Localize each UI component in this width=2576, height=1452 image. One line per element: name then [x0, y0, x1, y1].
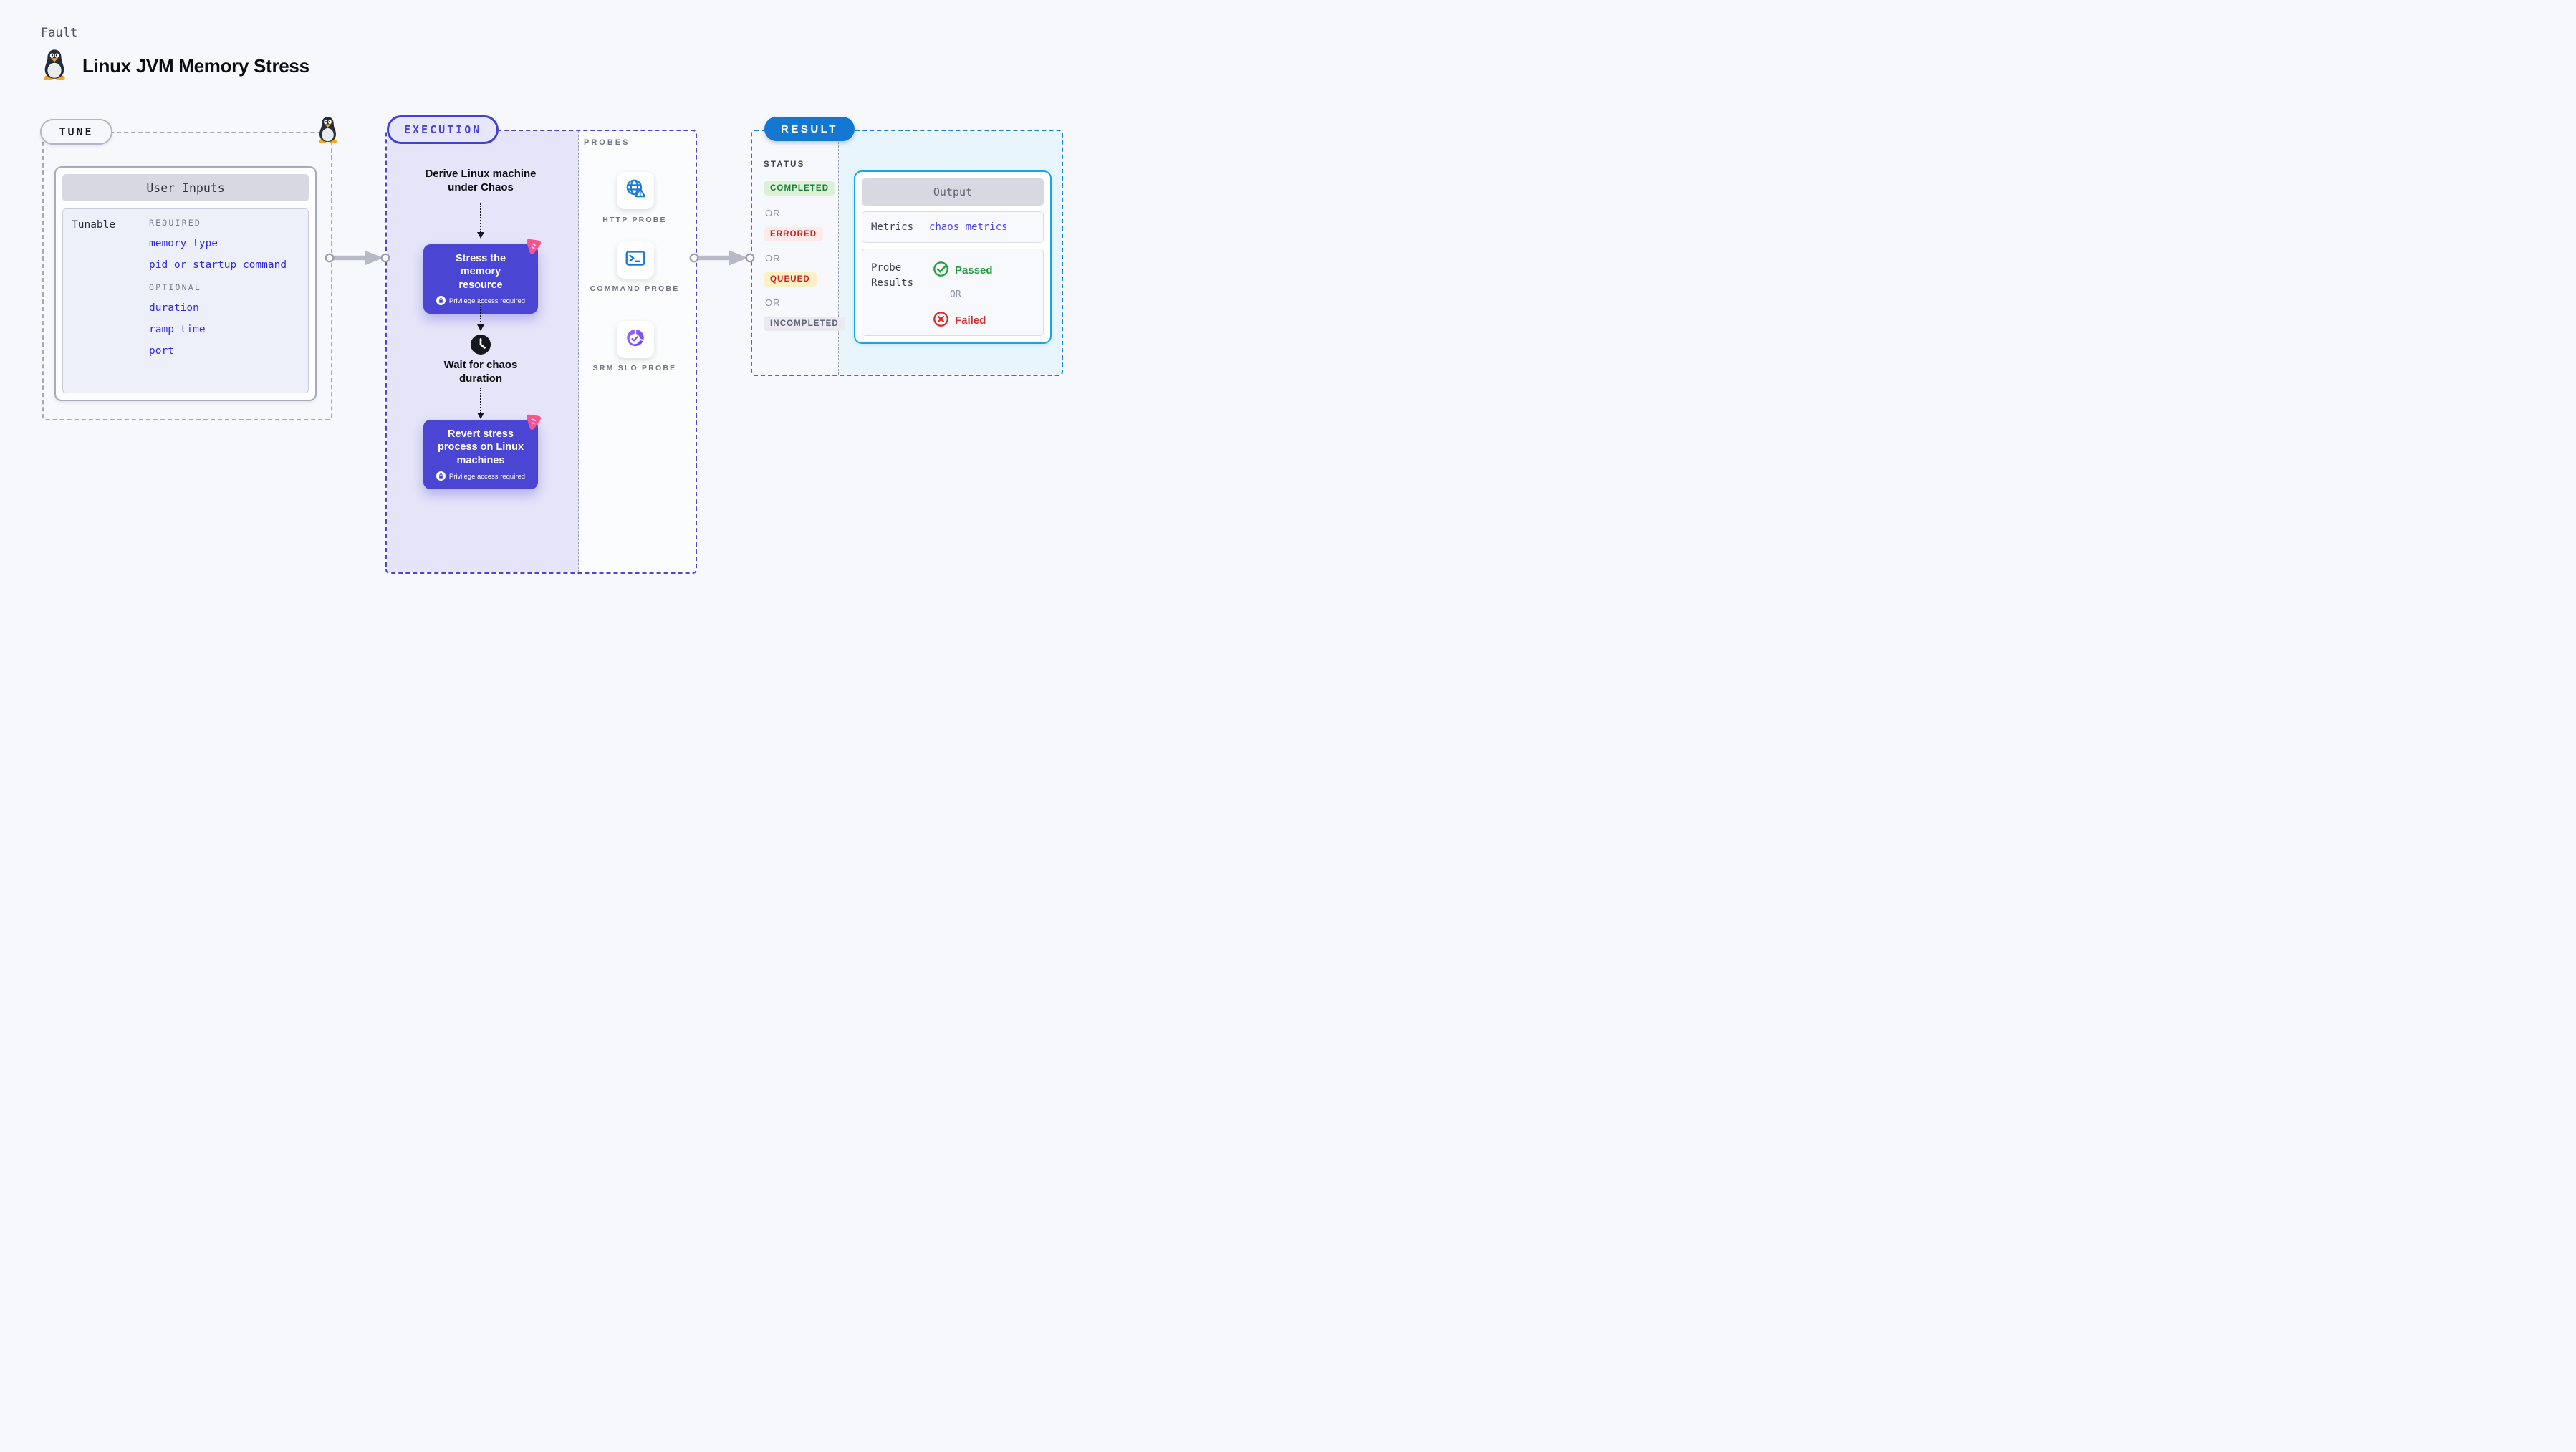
globe-alert-icon [624, 178, 647, 204]
lock-icon [436, 295, 446, 307]
tux-icon [41, 49, 68, 84]
fault-kicker: Fault [41, 26, 78, 40]
privilege-note: Privilege access required [431, 295, 531, 307]
tune-box [42, 132, 332, 420]
status-badge-incompleted: INCOMPLETED [764, 317, 845, 331]
revert-node: Revert stress process on Linux machines … [423, 420, 538, 489]
status-badge-errored: ERRORED [764, 227, 824, 241]
metrics-value: chaos metrics [929, 221, 1008, 233]
execution-to-result-arrow-icon [689, 249, 755, 271]
or-label: OR [765, 253, 781, 264]
or-label: OR [950, 289, 961, 300]
probe-label-command: COMMAND PROBE [590, 284, 680, 293]
probe-results-label: Probe Results [871, 262, 914, 289]
status-heading: STATUS [764, 160, 805, 169]
privilege-note: Privilege access required [431, 471, 531, 483]
passed-check-icon [933, 261, 949, 280]
stress-node-label: Stress the memory resource [455, 253, 506, 291]
user-inputs-card: User Inputs Tunable REQUIRED memory type… [54, 166, 317, 401]
failed-x-icon [933, 311, 949, 330]
title-row: Linux JVM Memory Stress [41, 49, 309, 84]
tunable-label: Tunable [72, 219, 116, 231]
optional-item: port [149, 345, 174, 357]
slo-donut-icon [624, 327, 647, 353]
tune-to-execution-arrow-icon [325, 249, 390, 271]
probe-card-command [617, 241, 654, 279]
probe-label-http: HTTP PROBE [602, 216, 667, 224]
optional-item: duration [149, 302, 199, 314]
tune-tux-icon [316, 116, 340, 147]
passed-label: Passed [955, 264, 993, 277]
fault-diagram: Fault Linux JVM Memory Stress TUNE [0, 0, 1103, 622]
clock-icon [470, 334, 491, 359]
litmus-chaos-icon [522, 235, 544, 260]
optional-item: ramp time [149, 324, 206, 335]
terminal-icon [624, 247, 647, 274]
optional-label: OPTIONAL [149, 282, 201, 292]
probe-label-srm-slo: SRM SLO PROBE [592, 364, 677, 372]
flow-arrow-icon [476, 299, 485, 331]
required-item: memory type [149, 238, 218, 249]
litmus-chaos-icon [522, 410, 544, 436]
privilege-note-label: Privilege access required [448, 473, 526, 481]
or-label: OR [765, 208, 781, 218]
output-card: Output Metrics chaos metrics Probe Resul… [854, 170, 1052, 344]
revert-node-label: Revert stress process on Linux machines [437, 428, 524, 466]
lock-icon [436, 471, 446, 483]
wait-step-label: Wait for chaos duration [443, 359, 518, 385]
passed-status: Passed [933, 261, 993, 280]
user-inputs-header: User Inputs [62, 174, 309, 201]
derive-step-label: Derive Linux machine under Chaos [425, 168, 537, 193]
status-badge-completed: COMPLETED [764, 181, 836, 196]
probe-results-row: Probe Results Passed OR F [862, 249, 1044, 336]
flow-arrow-icon [476, 203, 485, 239]
user-inputs-body: Tunable REQUIRED memory type pid or star… [62, 208, 309, 393]
result-divider [838, 131, 839, 375]
privilege-note-label: Privilege access required [448, 297, 526, 306]
tune-pill: TUNE [40, 119, 112, 145]
probes-heading: PROBES [584, 138, 630, 147]
required-label: REQUIRED [149, 218, 201, 228]
tunable-fields: REQUIRED memory type pid or startup comm… [149, 218, 301, 357]
metrics-label: Metrics [871, 221, 914, 233]
page-title: Linux JVM Memory Stress [82, 55, 309, 77]
required-item: pid or startup command [149, 259, 287, 271]
or-label: OR [765, 297, 781, 308]
failed-label: Failed [955, 314, 986, 327]
metrics-row: Metrics chaos metrics [862, 211, 1044, 243]
status-badge-queued: QUEUED [764, 272, 817, 287]
result-pill: RESULT [764, 117, 855, 141]
failed-status: Failed [933, 311, 986, 330]
flow-arrow-icon [476, 388, 485, 419]
execution-pill: EXECUTION [387, 115, 499, 144]
probe-card-srm-slo [617, 321, 654, 358]
output-header: Output [862, 178, 1044, 206]
probe-card-http [617, 172, 654, 209]
